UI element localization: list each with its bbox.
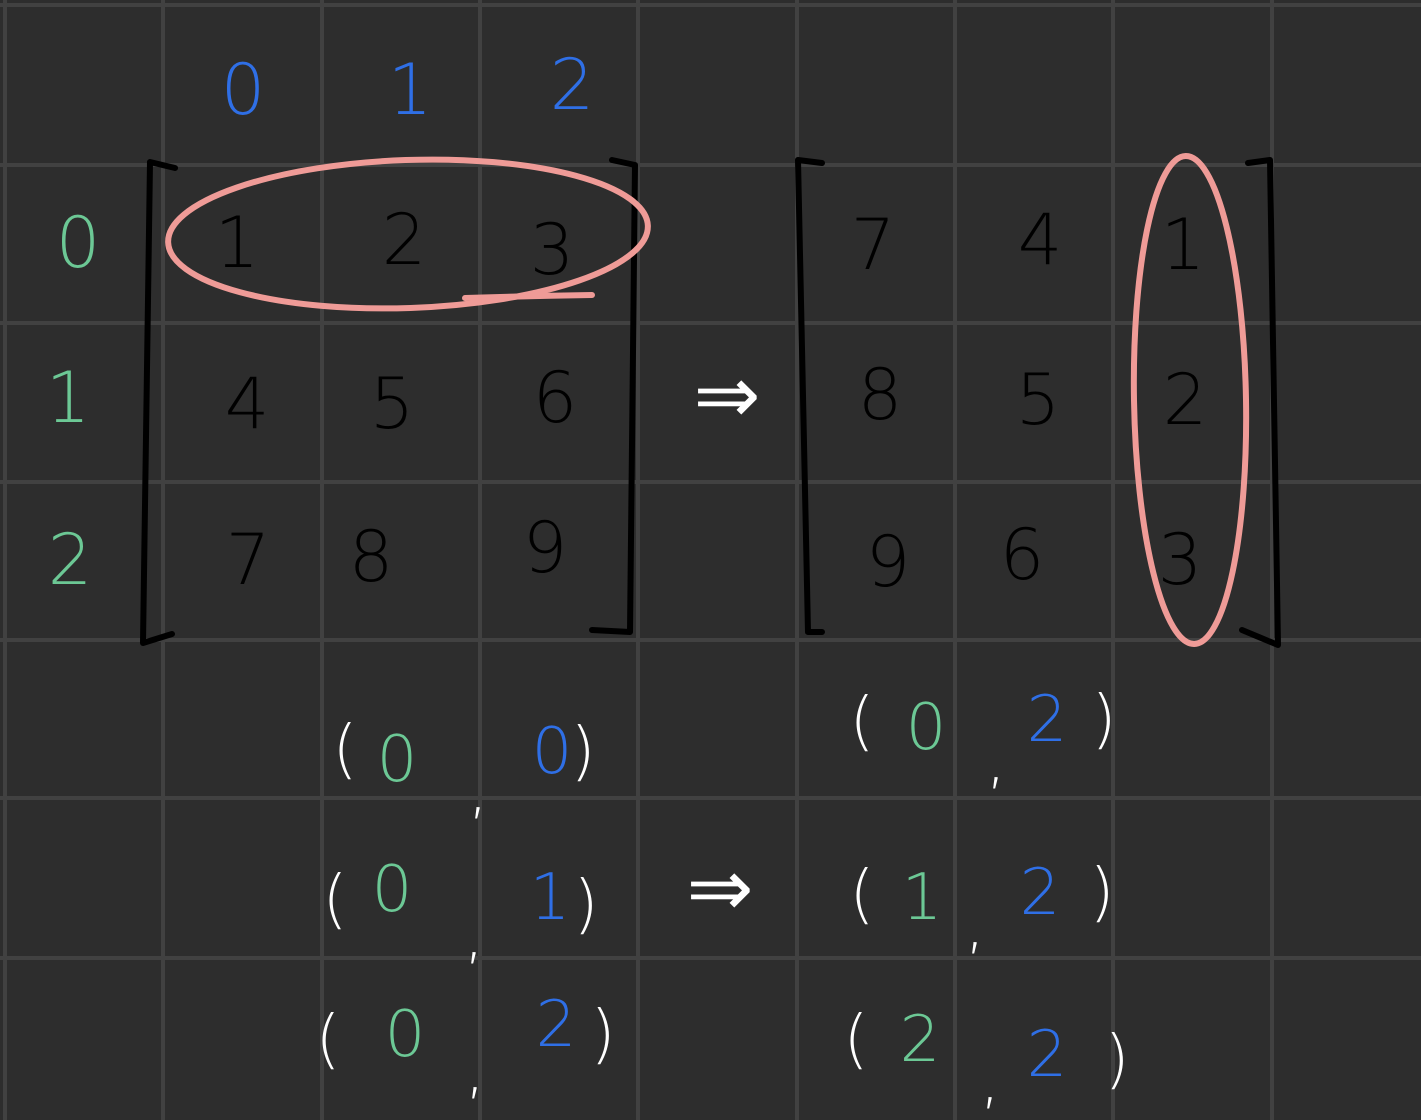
left-cell-1-0: 4 — [225, 363, 270, 445]
left-cell-2-0: 7 — [226, 519, 271, 601]
right-matrix: 7 4 1 8 5 2 9 6 3 — [851, 199, 1208, 603]
comma: , — [468, 753, 488, 827]
left-cell-2-2: 9 — [523, 507, 568, 589]
right-cell-0-1: 4 — [1018, 199, 1063, 281]
coord-row-value: 0 — [906, 691, 947, 765]
right-cell-2-2: 3 — [1158, 519, 1203, 601]
comma: , — [965, 888, 985, 962]
left-bracket-open — [140, 159, 178, 646]
column-highlight-ellipse — [1130, 153, 1250, 647]
paren-open: ( — [850, 858, 875, 932]
coord-from-row-1: ( 0 , 1 ) — [323, 853, 599, 972]
comma: , — [464, 898, 484, 972]
right-matrix-brackets — [795, 157, 1281, 648]
coord-to-row-1: ( 1 , 2 ) — [850, 856, 1115, 962]
coord-row-value: 1 — [902, 861, 943, 935]
coord-row-value: 0 — [385, 998, 426, 1072]
comma: , — [465, 1033, 485, 1107]
coord-col-value: 2 — [1027, 683, 1068, 757]
paren-open: ( — [323, 863, 348, 937]
coord-to-row-0: ( 0 , 2 ) — [850, 683, 1117, 797]
row-indices: 0 1 2 — [46, 202, 101, 601]
paren-close: ) — [1105, 1023, 1130, 1097]
coord-col-value: 2 — [1020, 856, 1061, 930]
left-matrix: 1 2 3 4 5 6 7 8 9 — [215, 199, 578, 601]
row-index-0: 0 — [56, 202, 101, 284]
coord-to-row-2: ( 2 , 2 ) — [844, 1003, 1130, 1117]
comma: , — [980, 1043, 1000, 1117]
row-highlight-tail — [462, 292, 595, 301]
coordinates-arrow: ⇒ — [686, 842, 753, 935]
paren-close: ) — [571, 715, 596, 789]
paren-open: ( — [316, 1003, 341, 1077]
right-cell-1-2: 2 — [1163, 359, 1208, 441]
row-highlight-ellipse — [165, 156, 651, 312]
comma: , — [986, 723, 1006, 797]
paren-close: ) — [1092, 683, 1117, 757]
paren-close: ) — [574, 868, 599, 942]
coord-from-row-2: ( 0 , 2 ) — [316, 988, 616, 1107]
coord-from-row-0: ( 0 , 0 ) — [333, 713, 596, 827]
col-index-2: 2 — [550, 44, 595, 126]
left-cell-1-1: 5 — [370, 363, 415, 445]
paren-close: ) — [591, 998, 616, 1072]
col-index-1: 1 — [388, 49, 433, 131]
left-cell-0-2: 3 — [530, 209, 575, 291]
right-cell-2-1: 6 — [1000, 514, 1045, 596]
left-cell-1-2: 6 — [533, 357, 578, 439]
coordinates-to: ( 0 , 2 ) ( 1 , 2 ) ( 2 , 2 ) — [844, 683, 1130, 1117]
column-indices: 0 1 2 — [221, 44, 595, 131]
right-bracket-close — [1239, 157, 1281, 648]
row-highlight — [165, 156, 651, 312]
right-cell-1-1: 5 — [1016, 359, 1061, 441]
left-cell-0-0: 1 — [215, 202, 260, 284]
coordinates-from: ( 0 , 0 ) ( 0 , 1 ) ( 0 , 2 ) — [316, 713, 616, 1107]
coord-col-value: 0 — [532, 715, 573, 789]
coord-row-value: 0 — [372, 853, 413, 927]
paren-open: ( — [844, 1003, 869, 1077]
left-bracket-close — [589, 157, 638, 635]
matrix-arrow: ⇒ — [693, 349, 760, 442]
left-cell-0-1: 2 — [382, 199, 427, 281]
coord-col-value: 2 — [536, 988, 577, 1062]
coord-col-value: 1 — [530, 861, 571, 935]
right-cell-1-0: 8 — [858, 354, 903, 436]
right-cell-2-0: 9 — [866, 521, 911, 603]
col-index-0: 0 — [221, 49, 266, 131]
row-index-1: 1 — [46, 357, 91, 439]
right-cell-0-2: 1 — [1161, 204, 1206, 286]
paren-close: ) — [1090, 856, 1115, 930]
row-index-2: 2 — [48, 519, 93, 601]
right-bracket-open — [795, 157, 825, 635]
coord-col-value: 2 — [1027, 1018, 1068, 1092]
right-cell-0-0: 7 — [851, 204, 896, 286]
paren-open: ( — [333, 713, 358, 787]
left-cell-2-1: 8 — [349, 516, 394, 598]
coord-row-value: 0 — [377, 723, 418, 797]
coord-row-value: 2 — [900, 1003, 941, 1077]
left-matrix-brackets — [140, 157, 638, 646]
paren-open: ( — [850, 685, 875, 759]
